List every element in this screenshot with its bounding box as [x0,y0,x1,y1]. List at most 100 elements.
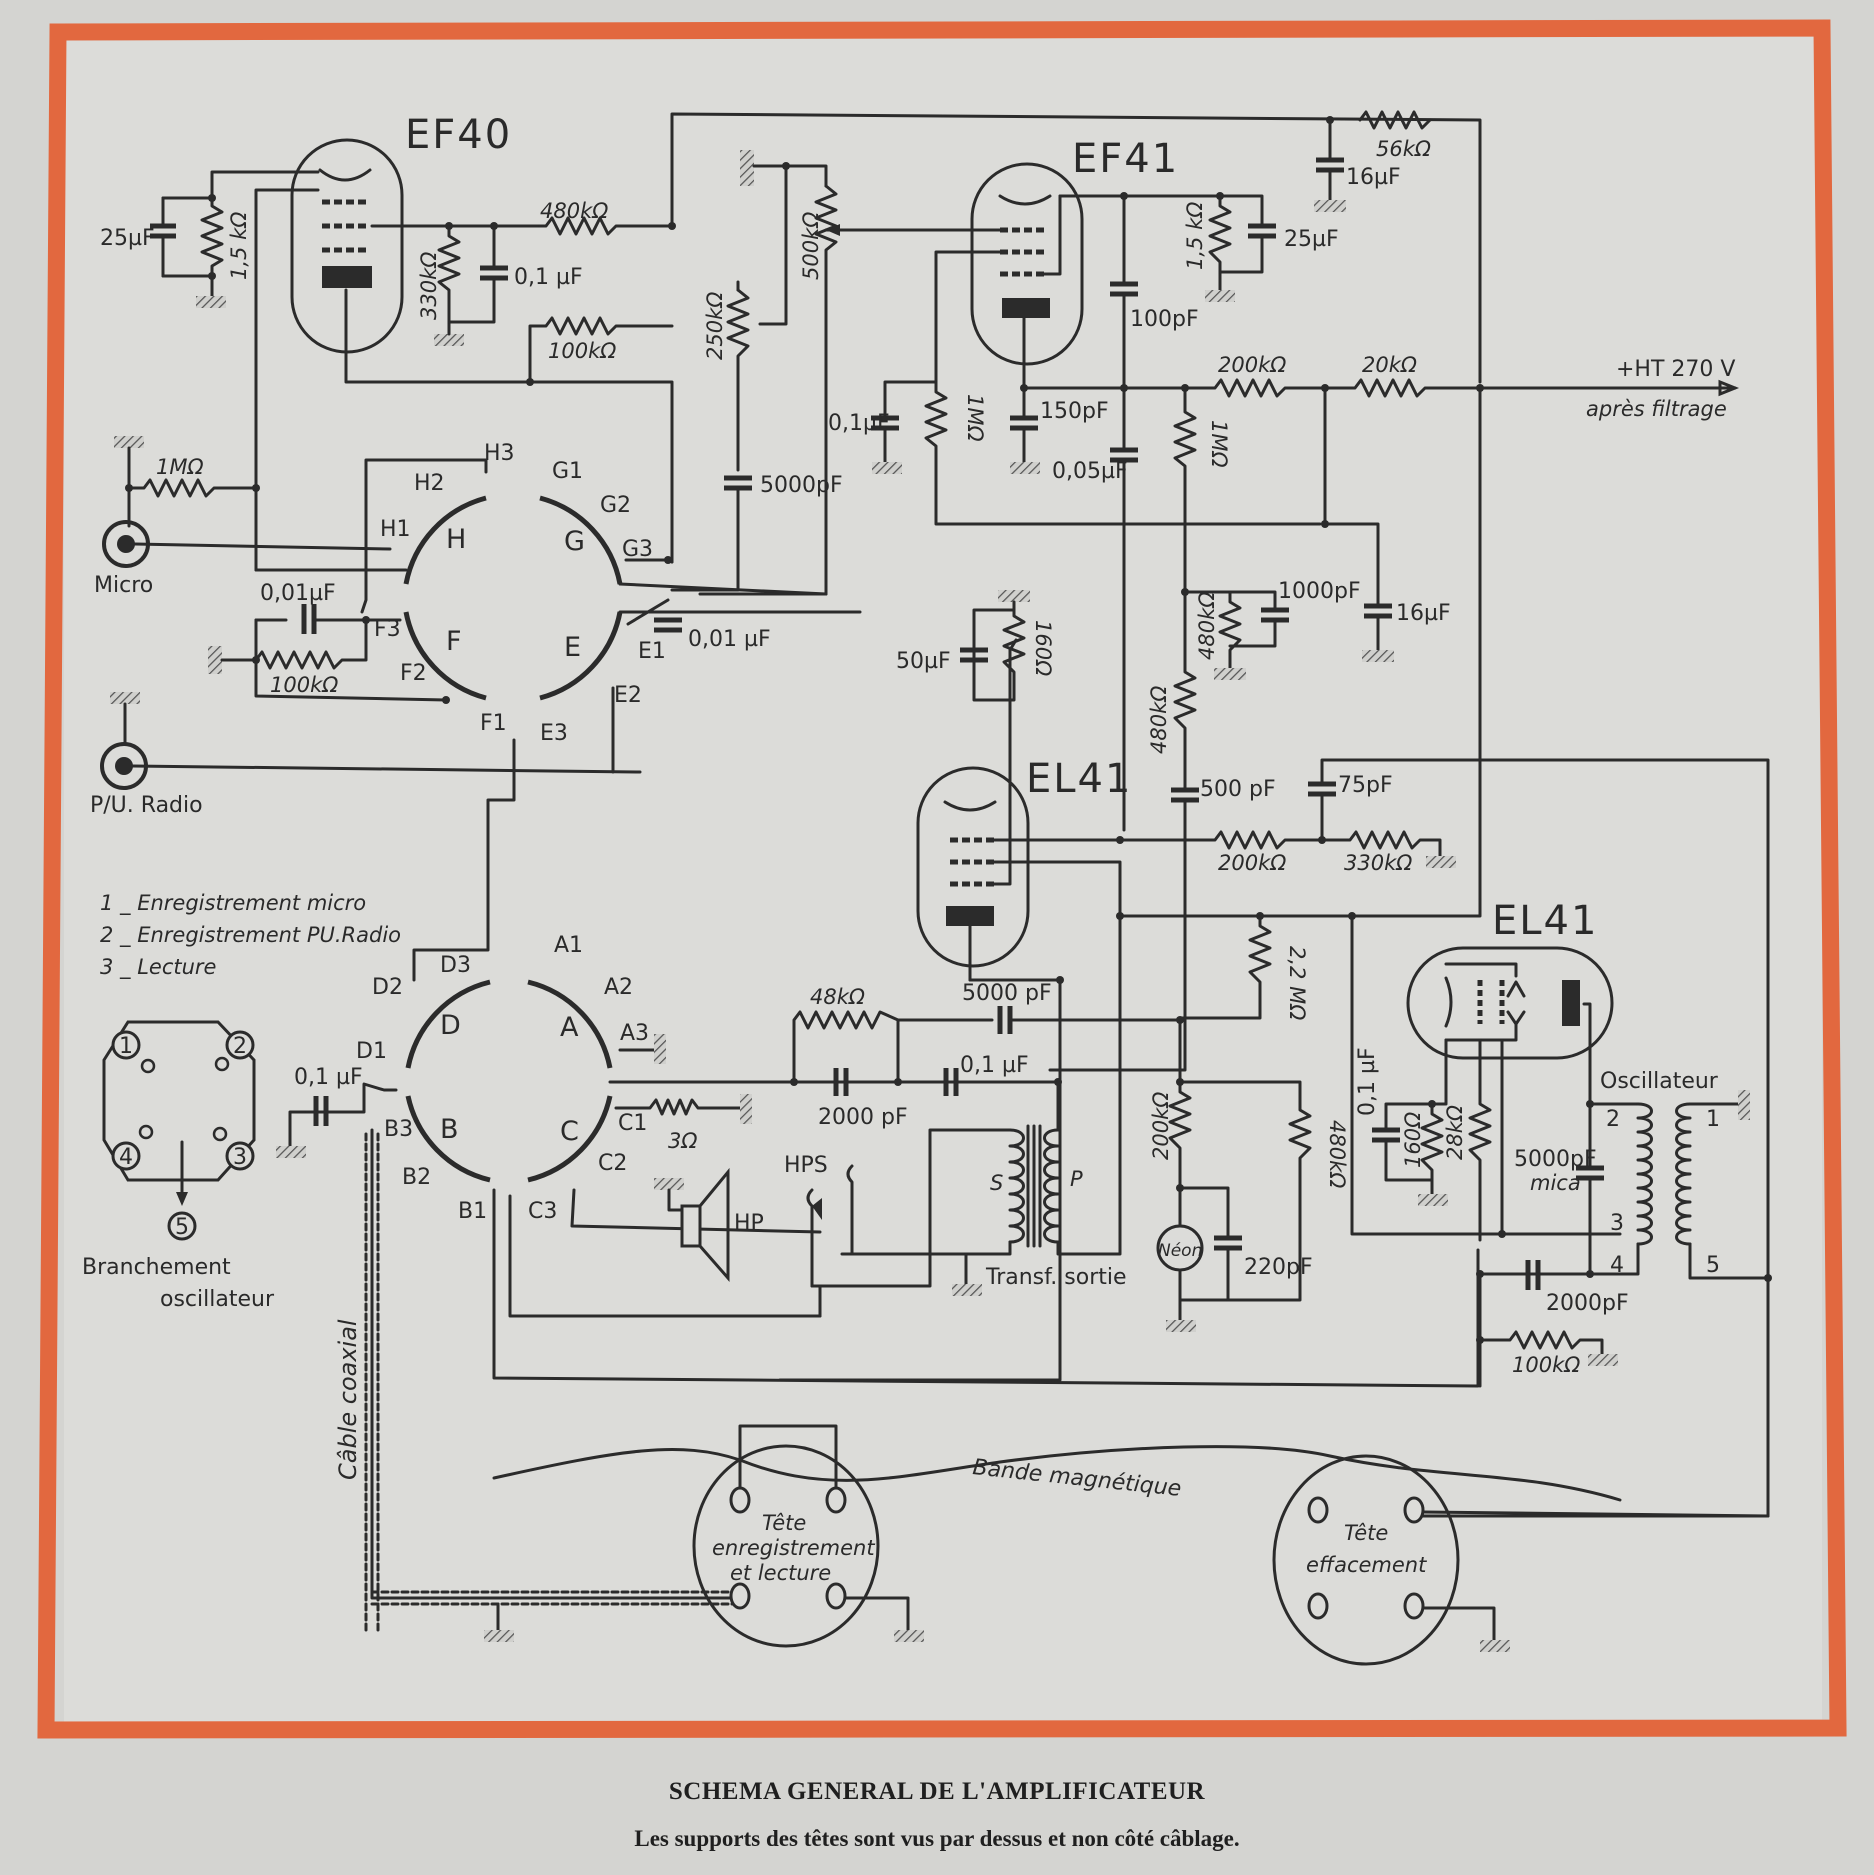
fb-cap3-label: 0,1 µF [960,1053,1029,1078]
tube-label-ef41: EF41 [1072,136,1179,182]
ef40-plate-res-label: 100kΩ [548,339,616,363]
mic-label: Micro [94,573,153,598]
caption-title: SCHEMA GENERAL DE L'AMPLIFICATEUR [668,1778,1206,1805]
tube-label-ef40: EF40 [405,112,512,158]
tube-el41-oscillator: EL41 [1406,898,1614,1060]
ef41-cathode-res-label: 1,5 kΩ [1183,202,1207,270]
osc-pin-5: 5 [1706,1253,1720,1278]
pu-label: P/U. Radio [90,793,203,818]
tube-el41-output: EL41 [916,756,1132,968]
contact-g1: G1 [552,459,583,484]
hps-jack-icon[interactable] [806,1188,814,1288]
ef40-cathode-network: 25µF 1,5 kΩ [100,170,320,308]
fb-res-label: 48kΩ [810,985,865,1009]
switch-section-g: G [564,526,585,557]
mic-res-label: 1MΩ [156,455,204,479]
decoupling-cap-label: 16µF [1346,165,1401,190]
head2-line2: effacement [1306,1553,1427,1577]
ground-icon [110,692,140,704]
socket-pin-2: 2 [233,1034,247,1059]
switch1-res-label: 100kΩ [270,673,338,697]
ef40-screen-network: 480kΩ 330kΩ 0,1 µF [370,199,674,346]
oscillator-coil-primary [1636,1102,1653,1246]
contact-c3: C3 [528,1199,557,1224]
fb-cap-label: 5000 pF [962,981,1052,1006]
ef41-screen-cap-label: 100pF [1130,307,1199,332]
ef41-grid-cap-label: 0,1µF [828,411,890,436]
fb-cap2-label: 2000 pF [818,1105,908,1130]
tube-ef41: EF41 [970,136,1179,366]
tube-label-el41-output: EL41 [1026,756,1132,802]
neon-res-label: 200kΩ [1149,1092,1173,1160]
contact-a1: A1 [554,933,583,958]
contact-e3: E3 [540,721,568,746]
transf-s-label: S [990,1171,1003,1195]
hp-label: HP [734,1211,764,1236]
mic-input: 1MΩ Micro [94,188,392,598]
contact-d3: D3 [440,953,471,978]
contact-c1: C1 [618,1111,647,1136]
diagram-paper [64,32,1822,1731]
contact-h3: H3 [484,441,515,466]
switch-section-h: H [446,524,466,555]
contact-b3: B3 [384,1117,413,1142]
legend-item-2: 2 _ Enregistrement PU.Radio [100,923,401,948]
switch1-cap2-label: 0,01 µF [688,627,771,652]
switch-section-a: A [560,1012,579,1043]
tone-cap-label: 5000pF [760,473,843,498]
el41-cathode-res-label: 160Ω [1031,620,1055,676]
record-head [692,1444,880,1648]
neon-res2-label: 480kΩ [1325,1120,1349,1188]
contact-a3: A3 [620,1021,649,1046]
head1-line1: Tête [762,1511,806,1535]
output-transformer: Transf. sortie S P HPS [784,1080,1127,1318]
osc-res160-label: 160Ω [1401,1112,1425,1168]
switch-section-e: E [564,632,581,663]
erase-head [1272,1454,1460,1666]
el41-cathode-cap-label: 50µF [896,649,951,674]
el41-grid-cap-label: 1000pF [1278,579,1361,604]
switch-section-f: F [446,626,462,657]
vol-pot-label: 500kΩ [799,212,823,280]
neon-indicator: 200kΩ 220pF Néon 480kΩ [1149,1018,1349,1332]
contact-e1: E1 [638,639,666,664]
osc-cap2000-label: 2000pF [1546,1291,1629,1316]
contact-g2: G2 [600,493,631,518]
osc-mica-label: 5000pF [1514,1147,1597,1172]
ef40-bleed-res-label: 330kΩ [417,252,441,320]
ht-filter-res-label: 20kΩ [1362,353,1417,377]
switch-wafer-top[interactable]: H G F E H1 H2 H3 G1 G2 G3 F1 F2 F3 E1 E2… [208,441,862,932]
el41-grid-res2-label: 480kΩ [1147,686,1171,754]
transformer-secondary-coil [1008,1128,1025,1244]
oscillator-socket: 1 2 3 4 5 Branchement oscillateur [82,1020,275,1312]
coupling-cap-label: 0,05µF [1052,459,1128,484]
el41-grid-res-label: 480kΩ [1195,592,1219,660]
socket-label-line1: Branchement [82,1255,231,1280]
ef41-cathode-cap-label: 25µF [1284,227,1339,252]
switch-wafer-bottom[interactable]: D A B C D1 D2 D3 A1 A2 A3 B1 B2 B3 C1 C2… [276,928,1480,1388]
legend-item-1: 1 _ Enregistrement micro [100,891,366,916]
contact-f2: F2 [400,661,427,686]
contact-h2: H2 [414,471,445,496]
ef40-screen-res-label: 480kΩ [540,199,608,223]
ef40-plate-network: 100kΩ [344,112,1482,564]
ef41-plate-res-label: 1MΩ [1207,420,1231,468]
switch-section-d: D [440,1010,461,1041]
in-cap-label: 0,1 µF [294,1065,363,1090]
ht-supply-label: +HT 270 V [1616,357,1735,382]
ef40-cathode-res-label: 1,5 kΩ [227,212,251,280]
feedback-network: 48kΩ 2000 pF 0,1 µF [792,985,1184,1130]
contact-h1: H1 [380,517,411,542]
osc-res28k-label: 28kΩ [1443,1105,1467,1160]
caption-subtitle: Les supports des têtes sont vus par dess… [634,1826,1240,1851]
ground-icon [114,436,144,448]
tube-ef40: EF40 [290,112,512,354]
socket-pin-3: 3 [233,1145,247,1170]
contact-c2: C2 [598,1151,627,1176]
osc-pin-2: 2 [1606,1107,1620,1132]
contact-d1: D1 [356,1039,387,1064]
head2-line1: Tête [1344,1521,1388,1545]
el41-cap75-label: 75pF [1338,773,1393,798]
osc-cap-label: 0,1 µF [1355,1047,1380,1116]
